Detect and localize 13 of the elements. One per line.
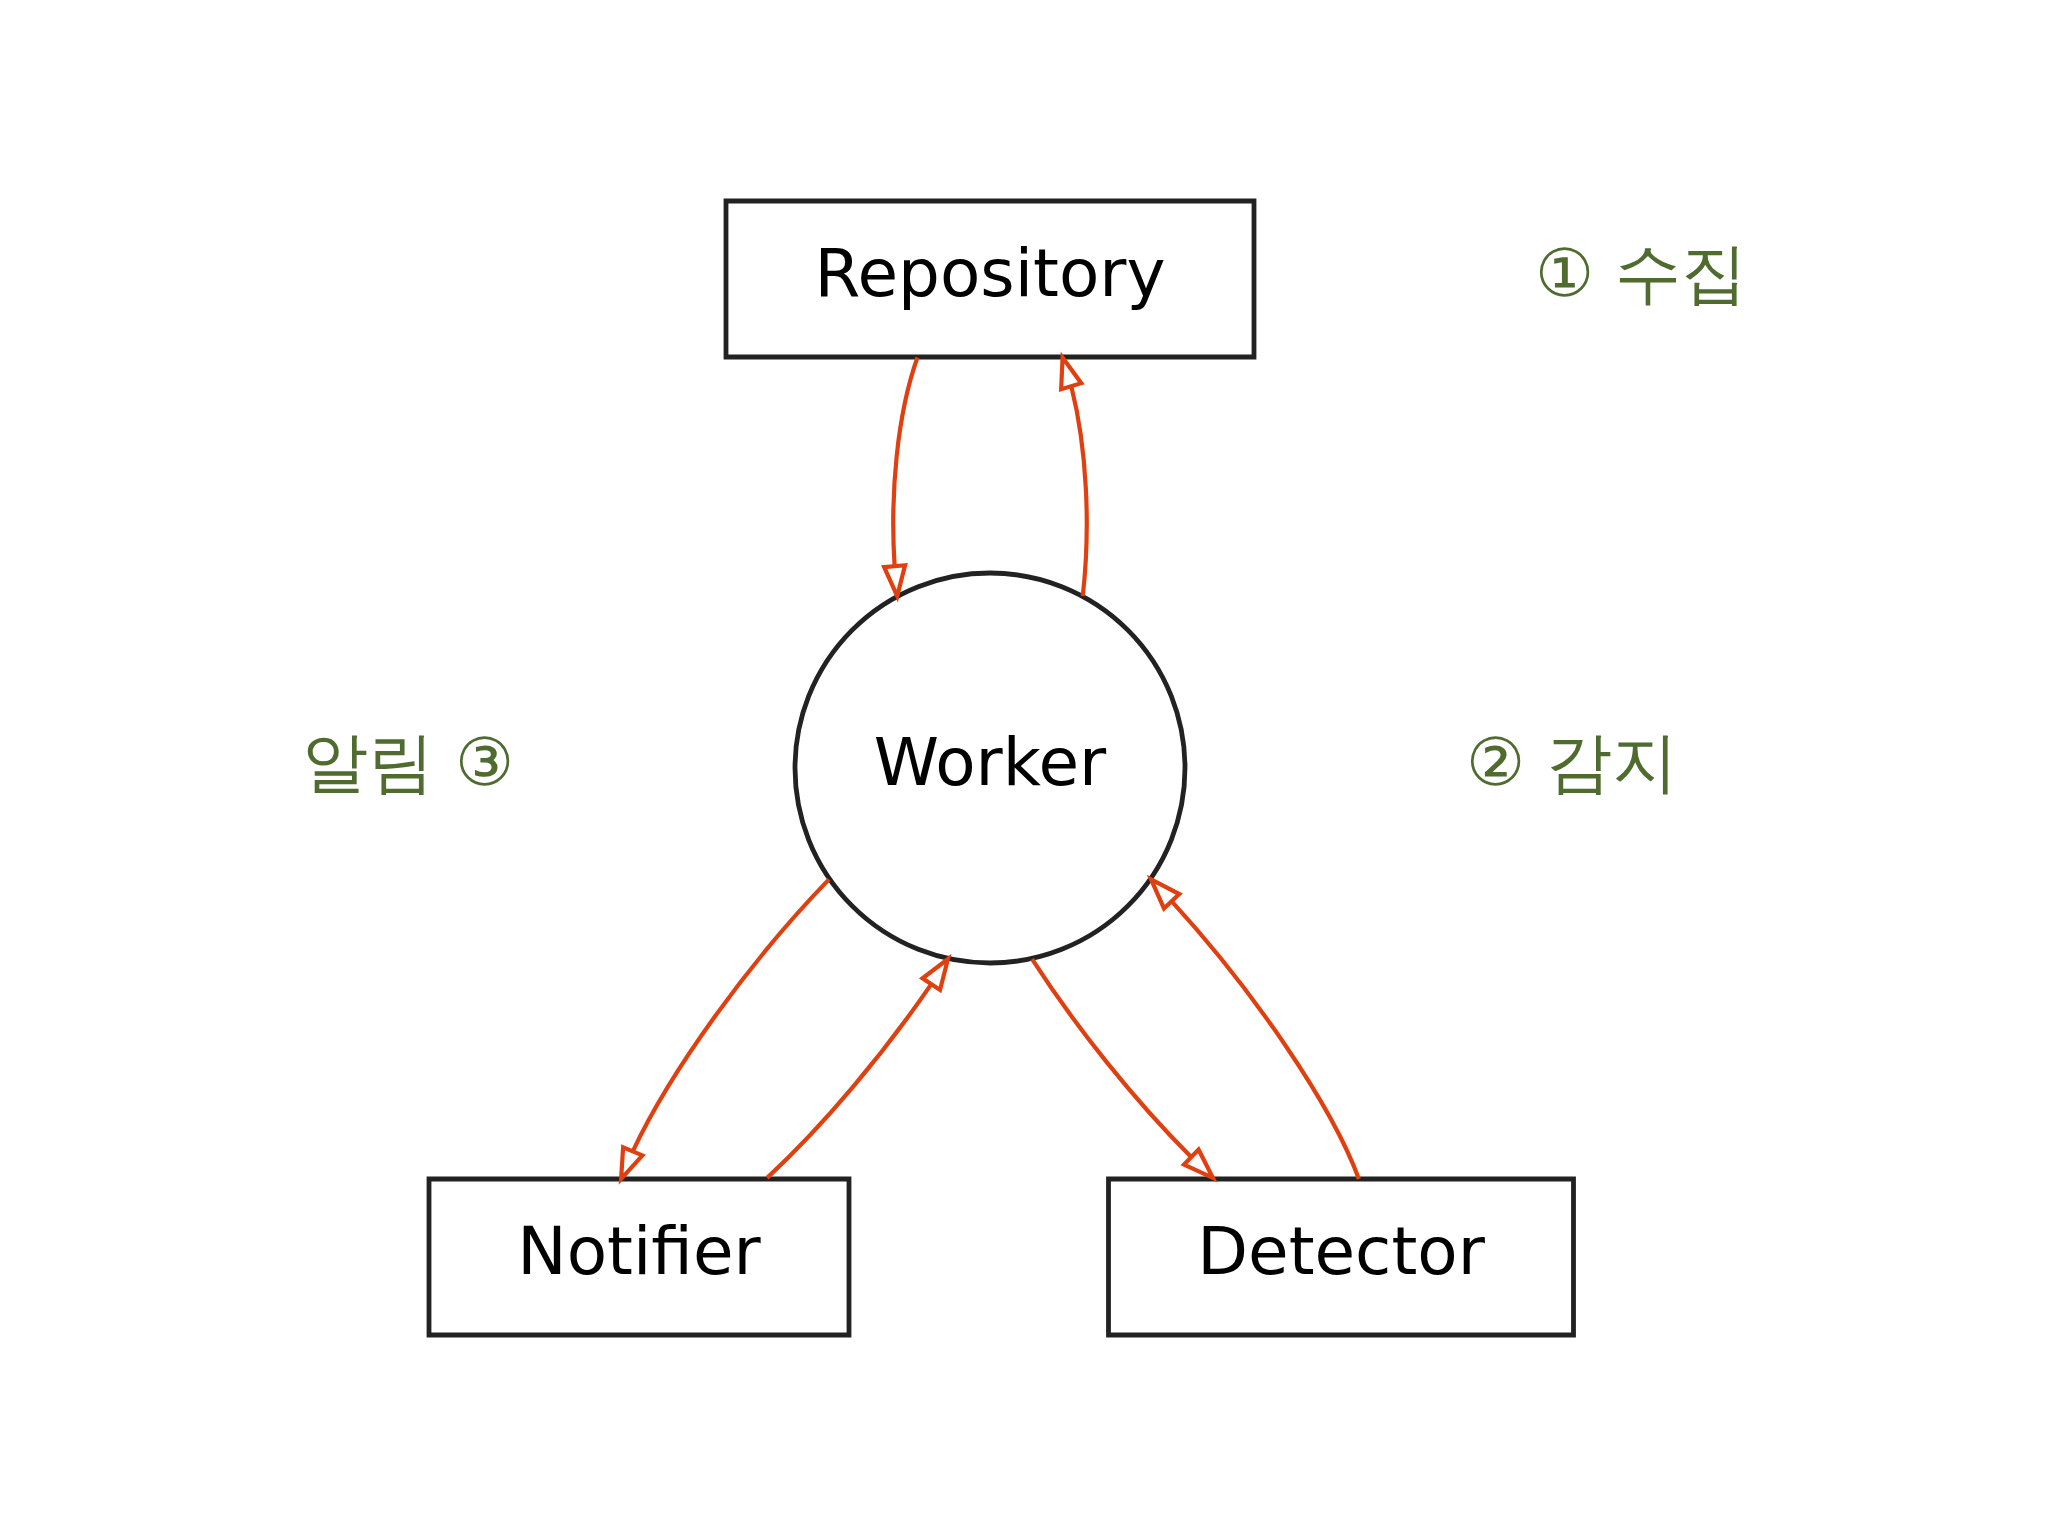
arrow (1058, 351, 1089, 597)
arrow (1146, 874, 1361, 1180)
node-box: Notifier (426, 1176, 851, 1338)
node-box: Repository (723, 198, 1256, 360)
arrow (880, 356, 919, 603)
label: ② 감지 (1465, 723, 1678, 801)
arrow (765, 953, 951, 1180)
arrow (618, 877, 830, 1185)
node-circle: Worker (792, 570, 1187, 966)
arrow (1029, 957, 1217, 1183)
node-box: Detector (1105, 1176, 1576, 1338)
label: 알림 ③ (301, 723, 514, 801)
label: ① 수집 (1534, 234, 1747, 312)
